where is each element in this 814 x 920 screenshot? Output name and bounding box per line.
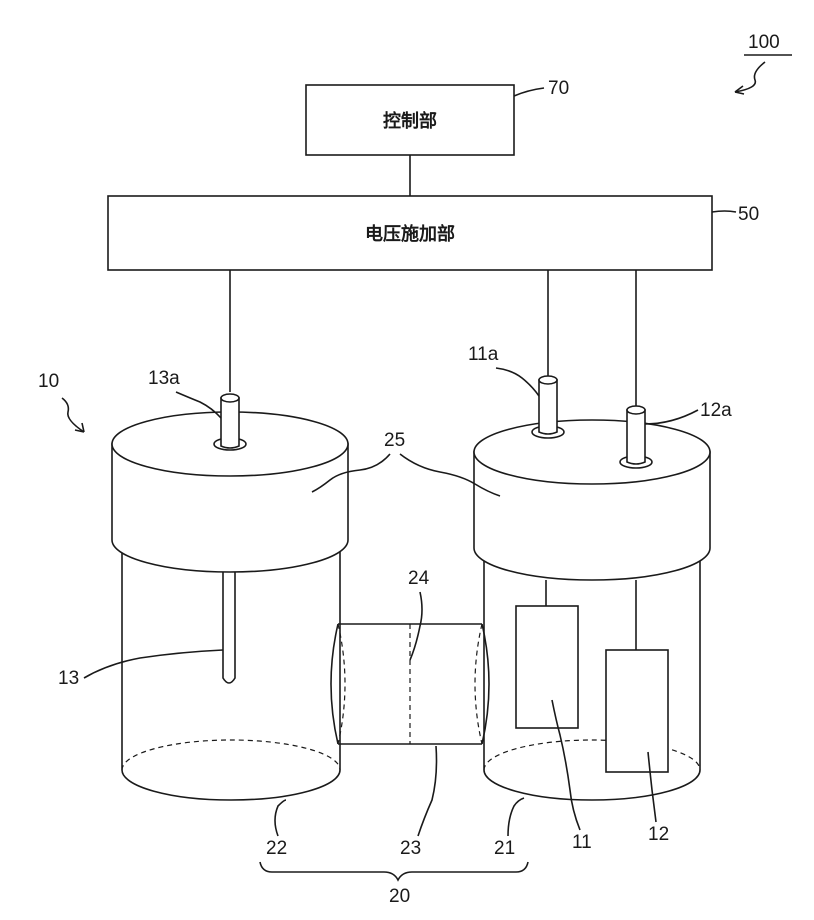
terminal-11a-ref: 11a bbox=[468, 344, 499, 365]
voltage-unit-text: 电压施加部 bbox=[365, 223, 455, 245]
control-unit-text: 控制部 bbox=[383, 110, 437, 132]
terminal-12a-ref: 12a bbox=[700, 400, 732, 421]
electrode-11-ref: 11 bbox=[572, 832, 592, 853]
terminal-11a-leader bbox=[496, 368, 539, 396]
electrode-11 bbox=[516, 606, 578, 728]
tube-right-end-hidden bbox=[475, 624, 482, 744]
right-lid bbox=[474, 420, 710, 580]
terminal-12a-body bbox=[627, 410, 645, 464]
tube-left-end-hidden bbox=[338, 624, 345, 744]
connecting-tube bbox=[331, 624, 489, 744]
membrane-leader bbox=[410, 592, 422, 660]
tube-right-end bbox=[482, 624, 489, 744]
device-ref: 10 bbox=[38, 371, 59, 392]
tube-23-leader bbox=[418, 746, 437, 836]
figure-number-arrow bbox=[735, 62, 765, 92]
vessel-22-leader bbox=[275, 800, 286, 836]
voltage-unit-leader bbox=[712, 211, 736, 212]
terminal-13a-top bbox=[221, 394, 239, 402]
assembly-brace bbox=[260, 862, 528, 880]
left-vessel-bottom-hidden bbox=[122, 740, 340, 770]
vessel-22-ref: 22 bbox=[266, 838, 287, 859]
terminal-13a-body bbox=[221, 398, 239, 448]
figure-number-text: 100 bbox=[748, 32, 780, 53]
electrode-12 bbox=[606, 650, 668, 772]
terminal-12a-top bbox=[627, 406, 645, 414]
electrode-13-ref: 13 bbox=[58, 668, 79, 689]
vessel-21-ref: 21 bbox=[494, 838, 515, 859]
lids-ref: 25 bbox=[384, 430, 405, 451]
left-vessel-bottom bbox=[122, 770, 340, 800]
terminal-12a bbox=[627, 406, 645, 464]
voltage-unit-block: 电压施加部 50 bbox=[108, 196, 759, 270]
terminal-13a-ref: 13a bbox=[148, 368, 180, 389]
control-unit-ref: 70 bbox=[548, 78, 569, 99]
terminal-11a-top bbox=[539, 376, 557, 384]
terminal-11a bbox=[539, 376, 557, 434]
terminal-13a bbox=[221, 394, 239, 448]
terminal-12a-leader bbox=[645, 410, 698, 424]
device-ref-arrow bbox=[62, 398, 84, 432]
electrode-13 bbox=[223, 570, 235, 683]
tube-left-end bbox=[331, 624, 338, 744]
vessel-21-leader bbox=[508, 798, 524, 836]
control-unit-block: 控制部 70 bbox=[306, 78, 569, 155]
figure-number-label: 100 bbox=[735, 32, 792, 94]
terminal-11a-body bbox=[539, 380, 557, 434]
tube-23-ref: 23 bbox=[400, 838, 421, 859]
right-vessel-bottom bbox=[484, 770, 700, 800]
right-lid-top bbox=[474, 420, 710, 484]
electrode-12-ref: 12 bbox=[648, 824, 669, 845]
assembly-20-ref: 20 bbox=[389, 886, 410, 907]
membrane-ref: 24 bbox=[408, 568, 430, 589]
electrode-13-leader bbox=[84, 650, 223, 678]
voltage-unit-ref: 50 bbox=[738, 204, 759, 225]
control-unit-leader bbox=[514, 88, 544, 96]
